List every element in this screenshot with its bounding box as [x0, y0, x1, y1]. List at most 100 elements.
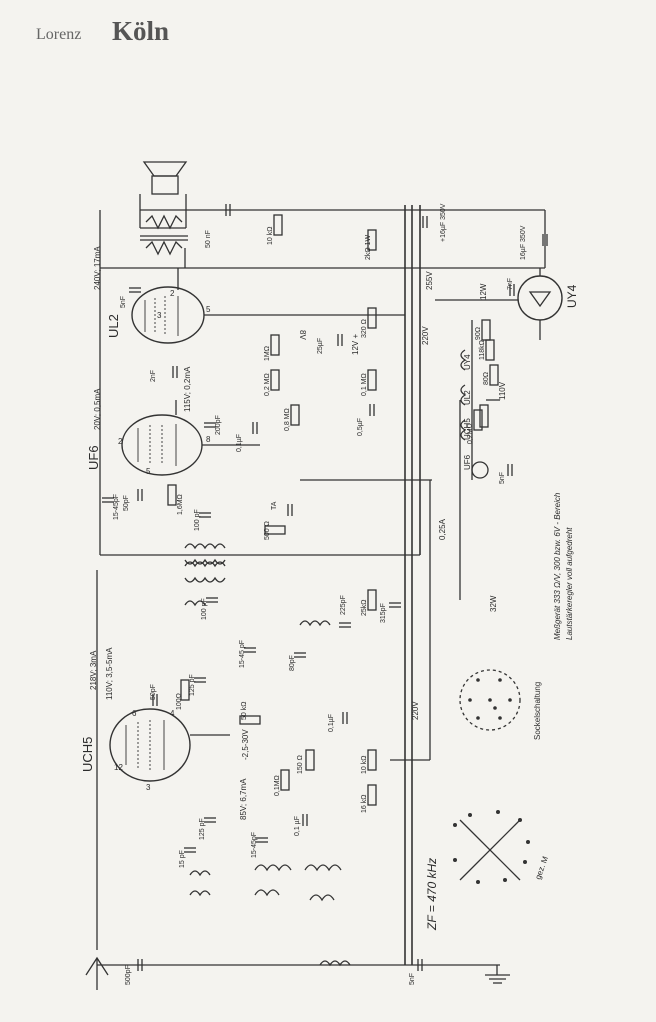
label-r-100: 100Ω — [176, 693, 183, 710]
label-uf6-screen: 115V; 0,2mA — [183, 366, 192, 412]
part-r-10k — [273, 214, 283, 236]
label-r-10k-b: 10 kΩ — [361, 756, 368, 774]
part-r-01m-b — [280, 769, 290, 791]
label-if-frequency: ZF = 470 kHz — [425, 858, 439, 931]
label-c-80pf: 80pF — [289, 655, 296, 671]
label-c-05uf: 0,5µF — [357, 418, 364, 436]
part-c-2nf — [172, 366, 178, 378]
part-r-01m-a — [367, 369, 377, 391]
part-c-80pf — [294, 652, 306, 658]
label-c-01uf-c: 0,1 µF — [294, 816, 301, 836]
label-12w: 12W — [479, 283, 488, 300]
svg-text:5: 5 — [146, 467, 151, 476]
volume-note: Lautstärkeregler voll aufgedreht — [565, 527, 574, 640]
part-c-125pf — [194, 677, 206, 683]
part-c-100pf-a — [199, 512, 211, 518]
label-r-01m-b: 0,1MΩ — [274, 775, 281, 796]
tube-label-ul2: UL2 — [106, 314, 121, 338]
switch-position: gez. M — [533, 855, 550, 881]
label-r-90: 90Ω — [475, 327, 482, 340]
heater-label-ul2: UL2 — [463, 390, 472, 405]
label-r-50k: 50 kΩ — [241, 702, 248, 720]
label-c-5nf-b: 5nF — [409, 973, 416, 985]
label-r-08m: 0,8 MΩ — [284, 408, 291, 431]
part-c-1545pf-b — [244, 647, 256, 653]
model-name: Köln — [112, 16, 170, 46]
label-r-1m-a: 1MΩ — [264, 346, 271, 361]
part-r-500 — [264, 525, 286, 535]
part-c-1545pf-a — [102, 497, 114, 503]
part-c-125pf-b — [204, 817, 216, 823]
label-c-100pf-b: 100 pF — [201, 598, 208, 620]
part-c-01uf-a — [252, 422, 258, 434]
label-c-16uf-a: +16µF 350V — [440, 203, 447, 242]
part-r-02m-b — [473, 409, 483, 431]
label-c-125pf: 125 pF — [189, 674, 196, 696]
part-r-1m-a — [270, 334, 280, 356]
part-c-50pf-a — [137, 489, 143, 501]
label-255v: 255V — [425, 271, 434, 290]
part-r-150 — [305, 749, 315, 771]
part-c-5nf-b — [417, 959, 423, 971]
svg-text:6: 6 — [132, 709, 137, 718]
label-32w: 32W — [489, 595, 498, 612]
heater-label-uch5: UCH5 — [463, 418, 472, 440]
label-r-16m: 1,6MΩ — [177, 494, 184, 515]
if-transformers — [184, 543, 351, 967]
part-c-25uf — [337, 334, 343, 346]
part-c-100pf-b — [206, 597, 218, 603]
part-c-7nf — [509, 284, 515, 296]
label-c-500pf: 500pF — [125, 965, 132, 985]
label-r-150: 150 Ω — [297, 755, 304, 774]
label-c-125pf-b: 125 pF — [199, 818, 206, 840]
part-c-01uf-c — [302, 814, 308, 826]
part-r-320 — [367, 307, 377, 329]
label-c-01uf-a: 0,1µF — [236, 434, 243, 452]
label-uch5-osc: 85V; 6,7mA — [239, 778, 248, 820]
label-ta: TA — [271, 501, 278, 510]
tube-uy4: UY4 — [517, 268, 579, 340]
label-c-7nf: 7nF — [507, 278, 514, 290]
label-c-100pf-a: 100 pF — [194, 509, 201, 531]
label-r-02m-b: 0,2MΩ — [467, 423, 474, 444]
label-c-01uf-b: 0,1µF — [328, 714, 335, 732]
part-r-10k-b — [367, 749, 377, 771]
label-c-5nf-a: 5nF — [120, 296, 127, 308]
tube-label-uf6: UF6 — [86, 445, 101, 470]
label-r-10k: 10 kΩ — [267, 227, 274, 245]
label-c-50nf: 50 nF — [205, 230, 212, 248]
label-r-320: 320 Ω — [361, 319, 368, 338]
heater-chain — [460, 320, 500, 480]
part-ta — [287, 504, 293, 516]
label-r-02m: 0,2 MΩ — [264, 373, 271, 396]
label-c-15pf: 15 pF — [179, 850, 186, 868]
socket-label: Sockelschaltung — [533, 682, 542, 740]
antenna-symbol — [85, 956, 109, 990]
label-110v: 110V — [498, 381, 507, 400]
svg-text:8: 8 — [206, 435, 211, 444]
part-c-16uf-b — [542, 234, 548, 246]
brand-name: Lorenz — [36, 26, 82, 43]
part-r-50k — [239, 715, 261, 725]
label-8v: 8V — [298, 330, 307, 340]
part-r-80 — [489, 364, 499, 386]
svg-text:4: 4 — [170, 709, 175, 718]
part-c-200pf — [204, 422, 216, 428]
tube-label-uch5: UCH5 — [80, 737, 95, 772]
svg-text:3: 3 — [157, 311, 162, 320]
ground-symbol — [485, 965, 510, 984]
svg-text:5: 5 — [206, 305, 211, 314]
heater-labels: UY4 UL2 UCH5 UF6 — [463, 354, 472, 470]
part-r-90 — [481, 319, 491, 341]
part-c-5nf-c — [507, 464, 513, 476]
label-c-200pf: 200pF — [215, 415, 222, 435]
part-r-08m — [290, 404, 300, 426]
socket-diagram: Sockelschaltung — [459, 669, 542, 740]
part-r-02m — [270, 369, 280, 391]
label-r-80: 80Ω — [483, 372, 490, 385]
label-c-16uf-b: 16µF 350V — [520, 225, 527, 260]
tube-ul2: UL2 3 2 5 — [106, 268, 405, 344]
part-c-50nf — [225, 204, 231, 216]
